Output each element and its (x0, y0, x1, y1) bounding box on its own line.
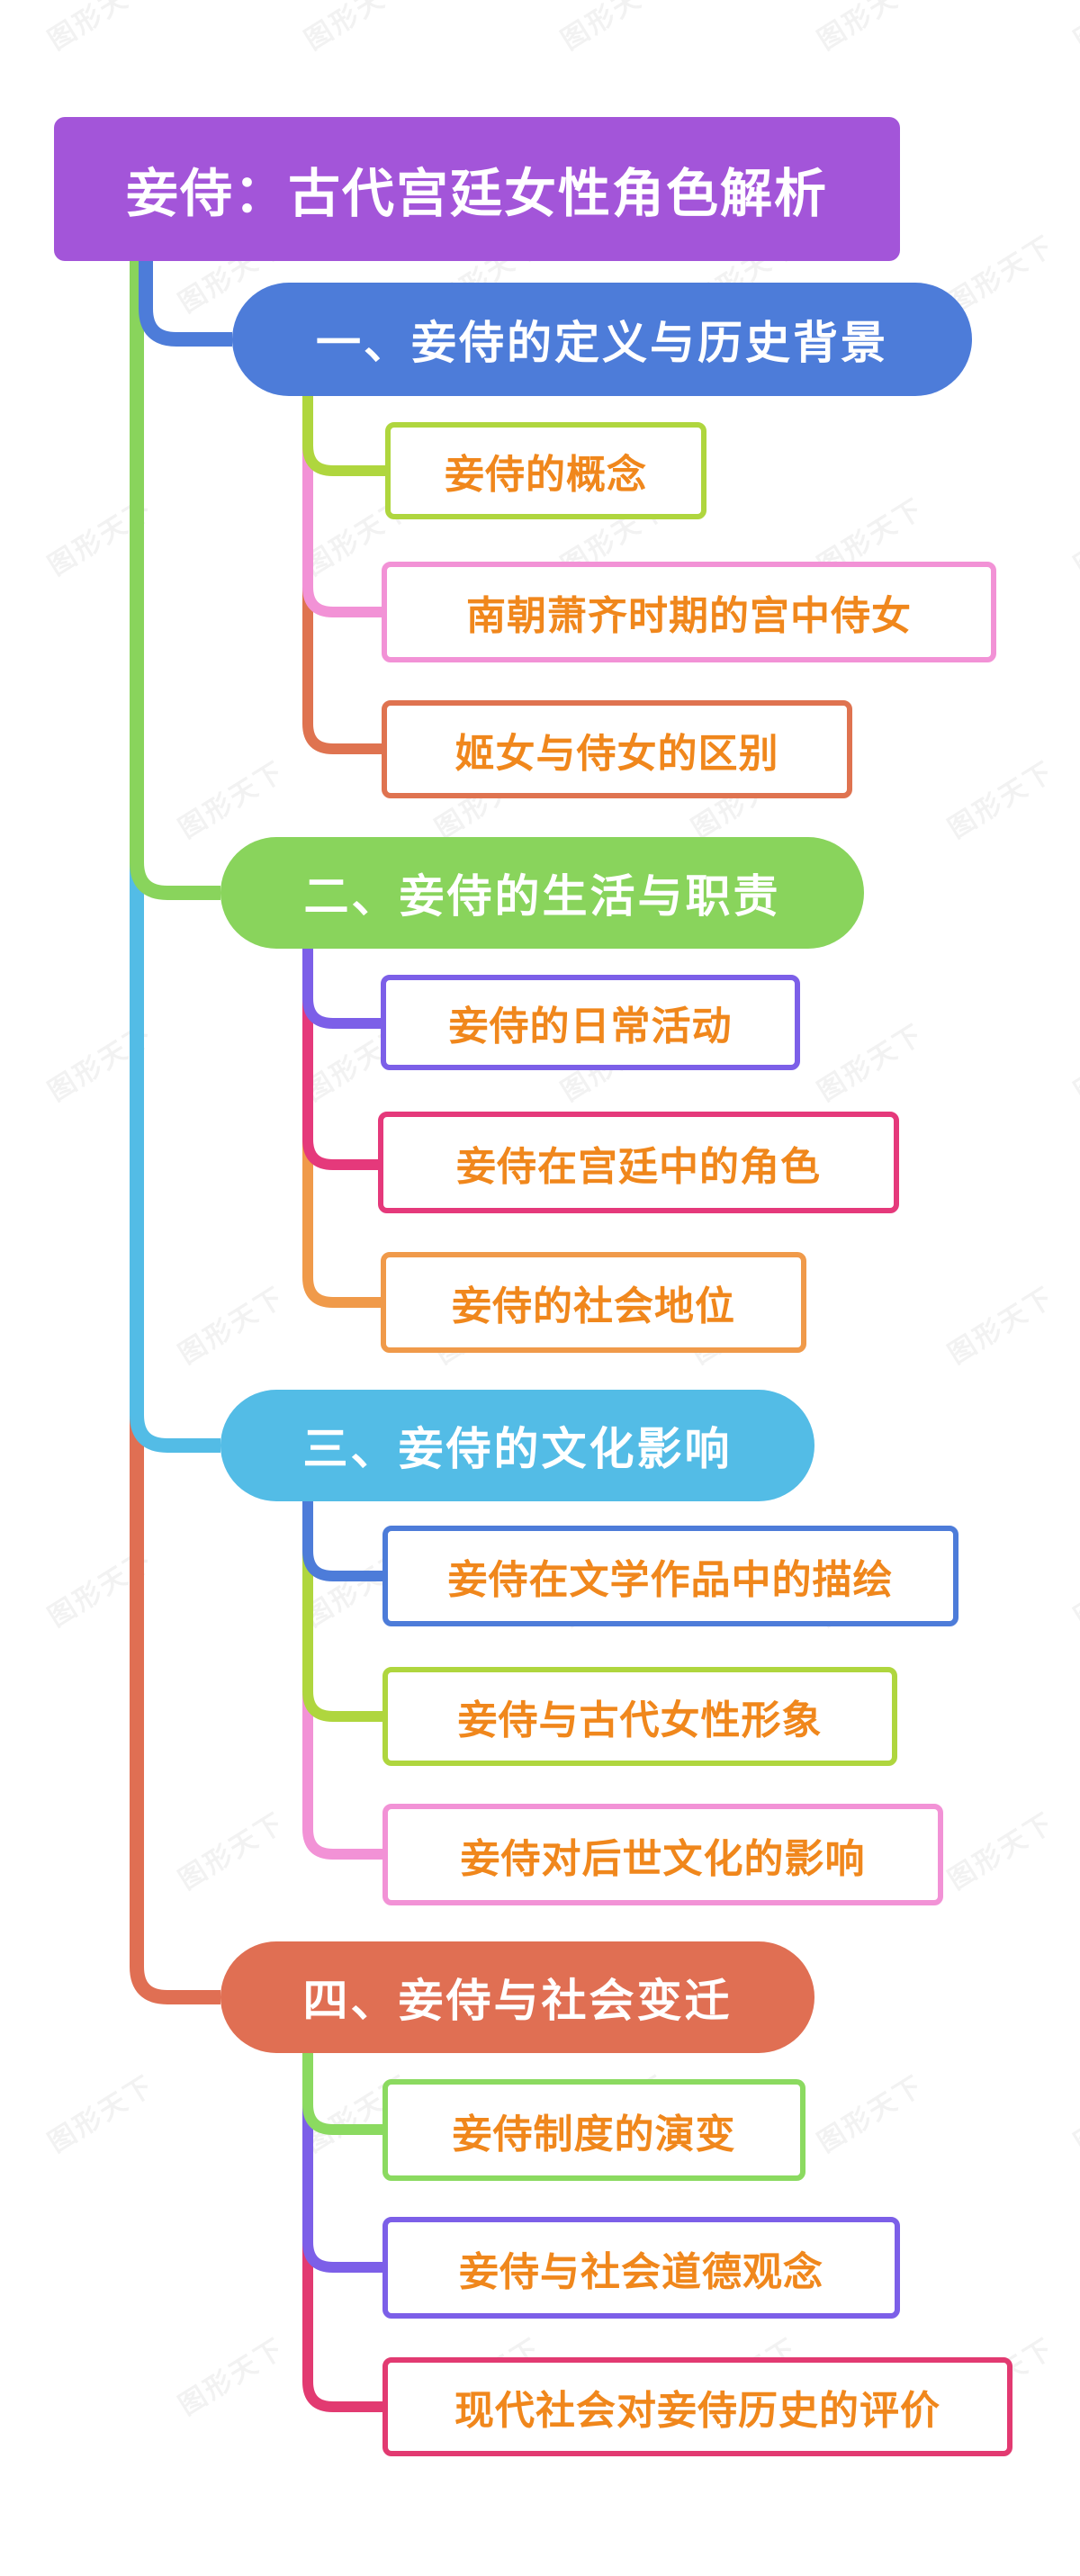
child-node-2-2-label: 妾侍在宫廷中的角色 (456, 1143, 821, 1190)
connector-branch3-child2 (302, 1501, 382, 1722)
child-node-3-2-label: 妾侍与古代女性形象 (457, 1698, 823, 1743)
child-node-2-1[interactable]: 妾侍的日常活动 (381, 975, 800, 1070)
child-node-4-2[interactable]: 妾侍与社会道德观念 (382, 2217, 900, 2319)
child-node-1-2[interactable]: 南朝萧齐时期的宫中侍女 (382, 562, 996, 662)
connector-branch1-child2 (302, 396, 382, 617)
connector-branch1-child1 (302, 396, 385, 476)
child-node-3-2[interactable]: 妾侍与古代女性形象 (382, 1667, 897, 1766)
child-node-1-3[interactable]: 姬女与侍女的区别 (382, 700, 852, 798)
connector-branch3-child3 (302, 1501, 382, 1860)
child-node-2-3-label: 妾侍的社会地位 (452, 1283, 735, 1329)
branch-node-2[interactable]: 二、妾侍的生活与职责 (220, 837, 864, 949)
branch-node-3-label: 三、妾侍的文化影响 (302, 1423, 733, 1475)
connector-root-branch1 (139, 259, 232, 347)
child-node-2-2[interactable]: 妾侍在宫廷中的角色 (378, 1112, 899, 1213)
child-node-1-1[interactable]: 妾侍的概念 (385, 422, 706, 519)
child-node-3-1[interactable]: 妾侍在文学作品中的描绘 (382, 1526, 958, 1626)
child-node-2-1-label: 妾侍的日常活动 (448, 1004, 733, 1049)
root-node-label: 妾侍：古代宫廷女性角色解析 (125, 163, 828, 224)
child-node-4-3-label: 现代社会对妾侍历史的评价 (454, 2388, 940, 2434)
connector-branch2-child2 (302, 949, 378, 1170)
branch-node-1[interactable]: 一、妾侍的定义与历史背景 (232, 283, 972, 396)
child-node-3-1-label: 妾侍在文学作品中的描绘 (447, 1557, 894, 1603)
child-node-1-1-label: 妾侍的概念 (445, 452, 647, 498)
child-node-4-3[interactable]: 现代社会对妾侍历史的评价 (382, 2357, 1012, 2456)
branch-node-3[interactable]: 三、妾侍的文化影响 (220, 1390, 814, 1501)
child-node-1-3-label: 姬女与侍女的区别 (454, 730, 779, 777)
connector-branch2-child1 (302, 949, 381, 1029)
branch-node-4[interactable]: 四、妾侍与社会变迁 (220, 1941, 814, 2053)
root-node[interactable]: 妾侍：古代宫廷女性角色解析 (54, 117, 900, 261)
connector-root-branch4 (130, 259, 220, 2004)
child-node-3-3-label: 妾侍对后世文化的影响 (460, 1835, 866, 1882)
connector-branch2-child3 (302, 949, 381, 1308)
branch-node-2-label: 二、妾侍的生活与职责 (303, 870, 781, 923)
connector-branch1-child3 (302, 396, 382, 754)
connector-branch4-child1 (302, 2053, 382, 2135)
child-node-4-1[interactable]: 妾侍制度的演变 (382, 2079, 806, 2181)
connector-branch3-child1 (302, 1501, 382, 1581)
child-node-3-3[interactable]: 妾侍对后世文化的影响 (382, 1804, 943, 1905)
branch-node-1-label: 一、妾侍的定义与历史背景 (316, 317, 888, 369)
connector-branch4-child2 (302, 2053, 382, 2273)
connector-root-branch2 (130, 259, 220, 900)
connector-branch4-child3 (302, 2053, 382, 2412)
branch-node-4-label: 四、妾侍与社会变迁 (302, 1975, 733, 2027)
child-node-2-3[interactable]: 妾侍的社会地位 (381, 1252, 806, 1353)
child-node-4-2-label: 妾侍与社会道德观念 (459, 2248, 824, 2295)
connector-root-branch3 (130, 259, 220, 1453)
child-node-1-2-label: 南朝萧齐时期的宫中侍女 (466, 593, 912, 639)
child-node-4-1-label: 妾侍制度的演变 (452, 2111, 736, 2157)
